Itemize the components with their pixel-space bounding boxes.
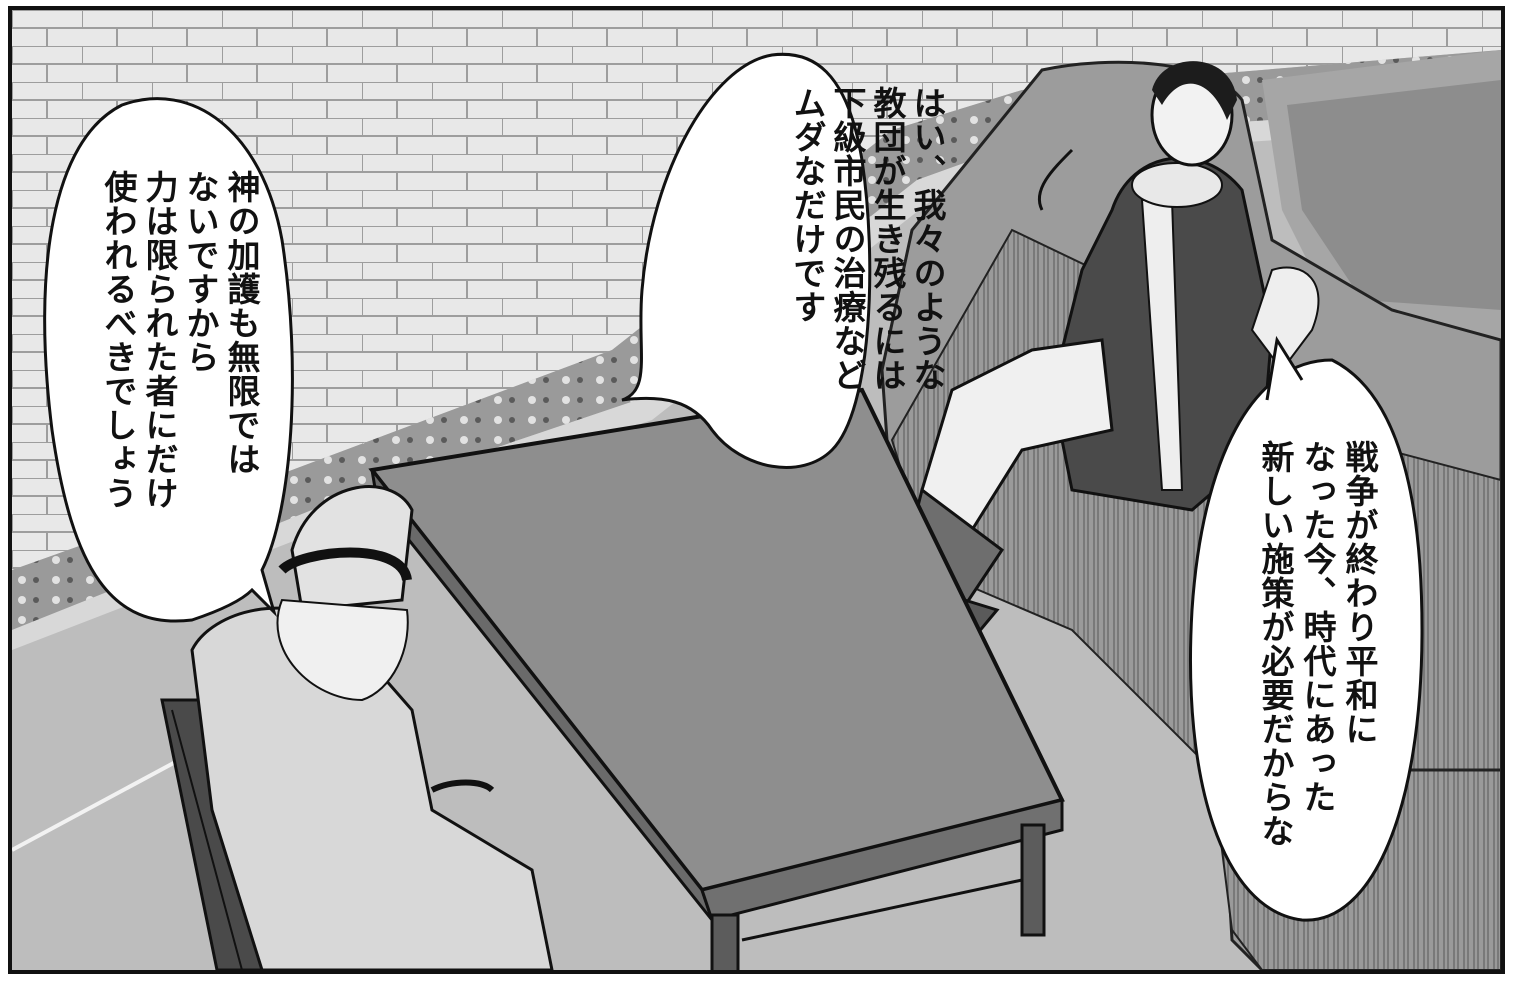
bubble-left-line-4: 使われるべきでしょう	[99, 170, 138, 510]
bubble-right-line-3: 新しい施策が必要だからな	[1256, 440, 1295, 848]
speech-bubbles	[43, 52, 1424, 922]
bubble-right-shape	[1188, 358, 1424, 922]
bubble-right-line-2: なった今、時代にあった	[1298, 440, 1337, 814]
bubble-center-line-2: 教団が生き残るには	[868, 86, 907, 392]
bubble-center-shape	[621, 52, 872, 469]
scene-illustration	[12, 10, 1501, 970]
speech-bubble-right: 戦争が終わり平和に なった今、時代にあった 新しい施策が必要だからな	[1254, 440, 1380, 848]
man-figure	[900, 61, 1320, 642]
bubble-center-line-1: はい、我々のような	[908, 86, 947, 392]
manga-panel: はい、我々のような 教団が生き残るには 下級市民の治療など ムダなだけです 戦争…	[8, 6, 1505, 974]
priest-figure	[160, 485, 554, 970]
bubble-center-line-4: ムダなだけです	[788, 86, 827, 324]
rug-corner-inner	[1287, 80, 1501, 310]
bubble-center-line-3: 下級市民の治療など	[828, 86, 867, 392]
speech-bubble-center: はい、我々のような 教団が生き残るには 下級市民の治療など ムダなだけです	[787, 86, 947, 392]
coffee-table	[368, 387, 1065, 970]
bubble-left-line-3: 力は限られた者にだけ	[140, 170, 179, 510]
bubble-left-line-1: 神の加護も無限では	[222, 170, 261, 476]
speech-bubble-left: 神の加護も無限では ないですから 力は限られた者にだけ 使われるべきでしょう	[98, 170, 262, 510]
bubble-left-shape	[43, 97, 294, 623]
brick-floor	[12, 10, 1501, 570]
bubble-right-line-1: 戦争が終わり平和に	[1340, 440, 1379, 746]
bubble-left-line-2: ないですから	[181, 170, 220, 374]
